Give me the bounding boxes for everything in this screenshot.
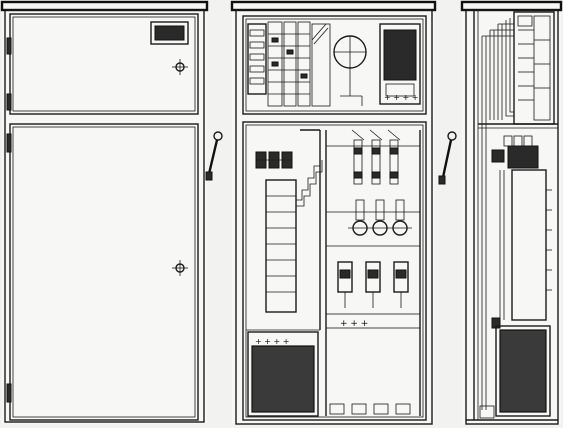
wiring [311, 23, 327, 41]
isolator-contacts [351, 129, 401, 185]
side-frame [465, 9, 559, 425]
main-switch: + + + [325, 129, 421, 416]
lower-compartment [242, 121, 427, 421]
current-transformers [348, 199, 412, 236]
lower-door [9, 123, 199, 421]
upper-door-lock-icon [172, 59, 188, 75]
side-view-section [460, 0, 563, 425]
operating-handle-icon [205, 131, 223, 181]
meter-display [154, 25, 185, 41]
fuse-holders [255, 151, 293, 169]
upper-door [9, 13, 199, 115]
wiring [313, 27, 329, 45]
operating-handle-icon [438, 131, 457, 185]
hinge-icon [6, 133, 12, 153]
meter-icon [333, 35, 367, 106]
energy-meter: + + + + [379, 23, 421, 105]
front-view-open: + + + + [230, 0, 457, 425]
upper-compartment [242, 15, 427, 115]
cabinet-frame [235, 9, 433, 425]
relay-bank [267, 21, 311, 107]
wiring [296, 154, 321, 201]
hinge-icon [6, 37, 12, 55]
meter-window [150, 21, 189, 45]
lower-door-lock-icon [172, 260, 188, 276]
side-battery-block [495, 325, 551, 417]
svg-text:+ + +: + + + [340, 319, 368, 329]
side-wiring [481, 18, 514, 410]
cabinet-body [4, 9, 205, 423]
svg-text:+ + + +: + + + + [255, 337, 289, 346]
side-switch-block [491, 135, 552, 321]
front-view-closed [0, 0, 223, 424]
hinge-icon [6, 383, 12, 403]
side-terminal-block [513, 11, 555, 125]
lower-breakers [337, 261, 409, 308]
hinge-icon [6, 93, 12, 111]
wiring-duct [265, 179, 297, 313]
terminal-strip [247, 23, 267, 95]
svg-text:+ + + +: + + + + [384, 93, 418, 102]
battery-block: + + + + [247, 331, 319, 417]
